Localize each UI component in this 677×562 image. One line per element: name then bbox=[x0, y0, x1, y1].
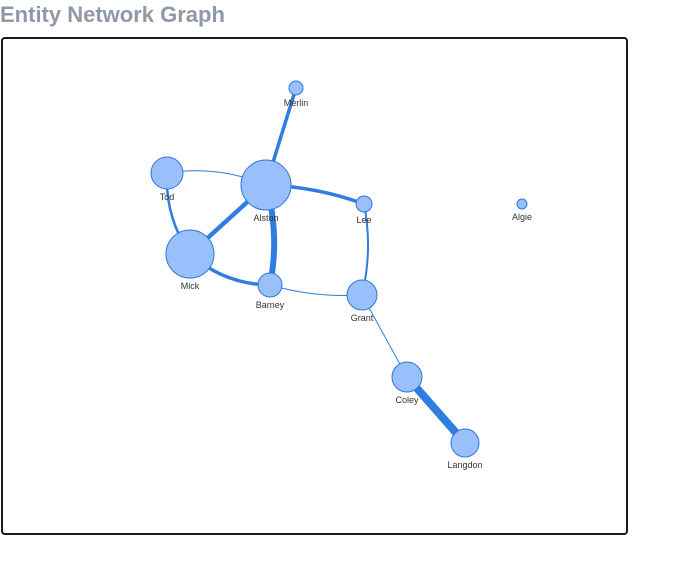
node-label-coley: Coley bbox=[395, 395, 419, 405]
node-label-mick: Mick bbox=[181, 281, 200, 291]
node-coley[interactable] bbox=[391, 361, 423, 393]
node-tod[interactable] bbox=[150, 156, 184, 190]
page-title: Entity Network Graph bbox=[0, 2, 225, 27]
node-alston[interactable] bbox=[240, 159, 292, 211]
node-label-grant: Grant bbox=[351, 313, 374, 323]
node-label-merlin: Merlin bbox=[284, 98, 309, 108]
nodes-layer bbox=[150, 80, 528, 458]
node-langdon[interactable] bbox=[450, 428, 480, 458]
node-label-barney: Barney bbox=[256, 300, 285, 310]
node-label-algie: Algie bbox=[512, 212, 532, 222]
node-mick[interactable] bbox=[165, 229, 215, 279]
node-grant[interactable] bbox=[346, 279, 378, 311]
node-algie[interactable] bbox=[516, 198, 528, 210]
node-lee[interactable] bbox=[355, 195, 373, 213]
node-label-tod: Tod bbox=[160, 192, 175, 202]
node-label-alston: Alston bbox=[253, 213, 278, 223]
node-merlin[interactable] bbox=[288, 80, 304, 96]
node-label-langdon: Langdon bbox=[447, 460, 482, 470]
node-barney[interactable] bbox=[257, 272, 283, 298]
node-label-lee: Lee bbox=[356, 215, 371, 225]
